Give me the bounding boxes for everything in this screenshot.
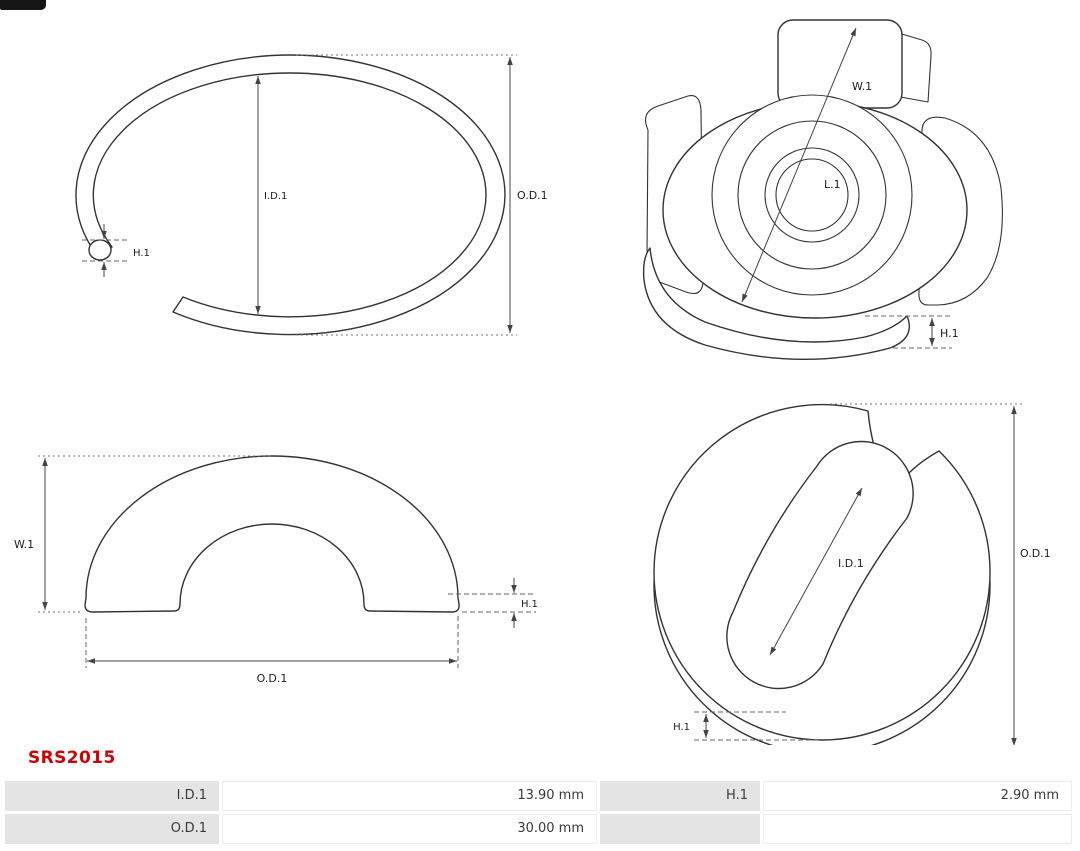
spec-table: I.D.1 13.90 mm H.1 2.90 mm O.D.1 30.00 m… — [5, 781, 1072, 844]
spec-value-cell: 2.90 mm — [763, 781, 1072, 811]
ring-front-view: I.D.1 O.D.1 H.1 — [75, 54, 549, 336]
ring-outline — [75, 54, 506, 336]
id1-dimension: I.D.1 — [255, 76, 289, 314]
h1-dimension: H.1 — [865, 315, 960, 349]
width-label: W.1 — [852, 80, 872, 93]
spec-value-cell: 30.00 mm — [222, 814, 597, 844]
id1-dimension: I.D.1 — [769, 487, 865, 656]
inner-diameter-label: I.D.1 — [264, 191, 287, 202]
od1-dimension: O.D.1 — [85, 616, 459, 687]
height-label: H.1 — [673, 722, 690, 733]
height-label: H.1 — [133, 248, 150, 259]
ring-side-view: W.1 H.1 O.D.1 — [13, 455, 539, 687]
top-tab-side-face — [894, 31, 932, 103]
arch-outline — [84, 455, 460, 613]
spec-value-cell: 13.90 mm — [222, 781, 597, 811]
h1-dimension: H.1 — [672, 711, 822, 741]
length-label: L.1 — [824, 178, 841, 191]
spec-label-cell: I.D.1 — [5, 781, 219, 811]
height-label: H.1 — [940, 327, 959, 340]
eclip-view: I.D.1 O.D.1 H.1 — [653, 403, 1052, 745]
technical-drawings: I.D.1 O.D.1 H.1 — [13, 19, 1052, 745]
w1-dimension: W.1 — [741, 27, 874, 303]
bottom-wing — [642, 247, 911, 360]
spec-label-cell: H.1 — [600, 781, 760, 811]
h1-dimension: H.1 — [448, 578, 539, 628]
od1-dimension: O.D.1 — [830, 403, 1052, 745]
w1-dimension: W.1 — [13, 455, 270, 613]
inner-diameter-label: I.D.1 — [838, 557, 864, 570]
part-number: SRS2015 — [28, 748, 116, 768]
ring-wire-tip — [88, 239, 112, 261]
height-label: H.1 — [521, 599, 538, 610]
spec-label-cell — [600, 814, 760, 844]
outer-diameter-label: O.D.1 — [517, 189, 548, 202]
spec-value-cell — [763, 814, 1072, 844]
h1-dimension: H.1 — [82, 224, 151, 277]
od1-dimension: O.D.1 — [296, 54, 549, 336]
clip-top-view: W.1 L.1 H.1 — [642, 19, 1003, 360]
corner-artifact — [0, 0, 46, 10]
spec-label-cell: O.D.1 — [5, 814, 219, 844]
outer-diameter-label: O.D.1 — [1020, 547, 1051, 560]
outer-diameter-label: O.D.1 — [257, 672, 288, 685]
top-tab — [777, 19, 903, 109]
width-label: W.1 — [14, 538, 34, 551]
